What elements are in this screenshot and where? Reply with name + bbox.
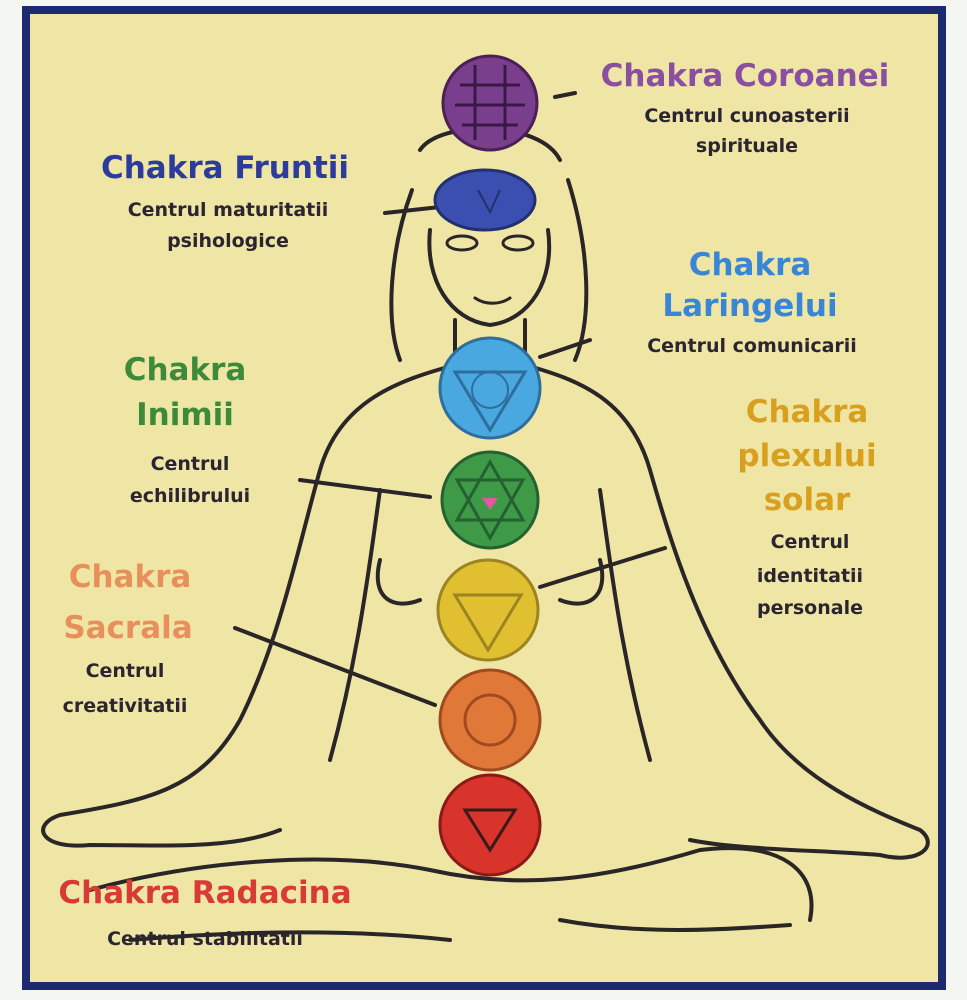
chakra-description: Centrul [771,531,850,553]
chakra-title: Inimii [136,397,234,433]
label-crown: Chakra Coroanei Centrul cunoasterii spir… [601,58,890,157]
chakra-description: spirituale [696,135,798,157]
chakra-title: Chakra Fruntii [101,150,349,186]
label-throat: Chakra Laringelui Centrul comunicarii [647,247,857,357]
chakra-title: Laringelui [662,288,837,324]
chakra-title: Chakra Coroanei [601,58,890,94]
chakra-symbol-throat [438,336,542,440]
label-solar-plexus: Chakra plexului solar Centrul identitati… [737,394,876,619]
chakra-description: Centrul stabilitatii [107,928,303,950]
chakra-symbol-sacral [438,668,542,772]
chakra-description: Centrul comunicarii [647,335,857,357]
chakra-description: Centrul maturitatii [128,199,329,221]
label-root: Chakra Radacina Centrul stabilitatii [58,875,351,950]
chakra-title: Chakra [689,247,812,283]
chakra-symbol-third-eye [433,168,537,232]
chakra-title: Chakra [746,394,869,430]
label-sacral: Chakra Sacrala Centrul creativitatii [63,559,193,717]
meditating-figure-outline [41,91,930,942]
chakra-title: Sacrala [63,610,192,646]
chakra-title: Chakra [69,559,192,595]
chakra-description: Centrul [151,453,230,475]
chakra-description: creativitatii [63,695,188,717]
chakra-title: plexului [737,438,876,474]
chakra-description: psihologice [167,230,289,252]
chakra-symbol-root [438,773,542,877]
label-third-eye: Chakra Fruntii Centrul maturitatii psiho… [101,150,349,252]
chakra-description: Centrul cunoasterii [644,105,849,127]
chakra-description: Centrul [86,660,165,682]
chakra-symbol-crown [441,54,539,152]
label-heart: Chakra Inimii Centrul echilibrului [124,352,250,507]
chakra-description: echilibrului [130,485,250,507]
chakra-description: identitatii [757,565,863,587]
chakra-title: Chakra [124,352,247,388]
chakra-description: personale [757,597,863,619]
chakra-title: Chakra Radacina [58,875,351,911]
chakra-title: solar [764,482,851,518]
chakra-symbol-solar-plexus [436,558,540,662]
chakra-symbol-heart [440,450,540,550]
